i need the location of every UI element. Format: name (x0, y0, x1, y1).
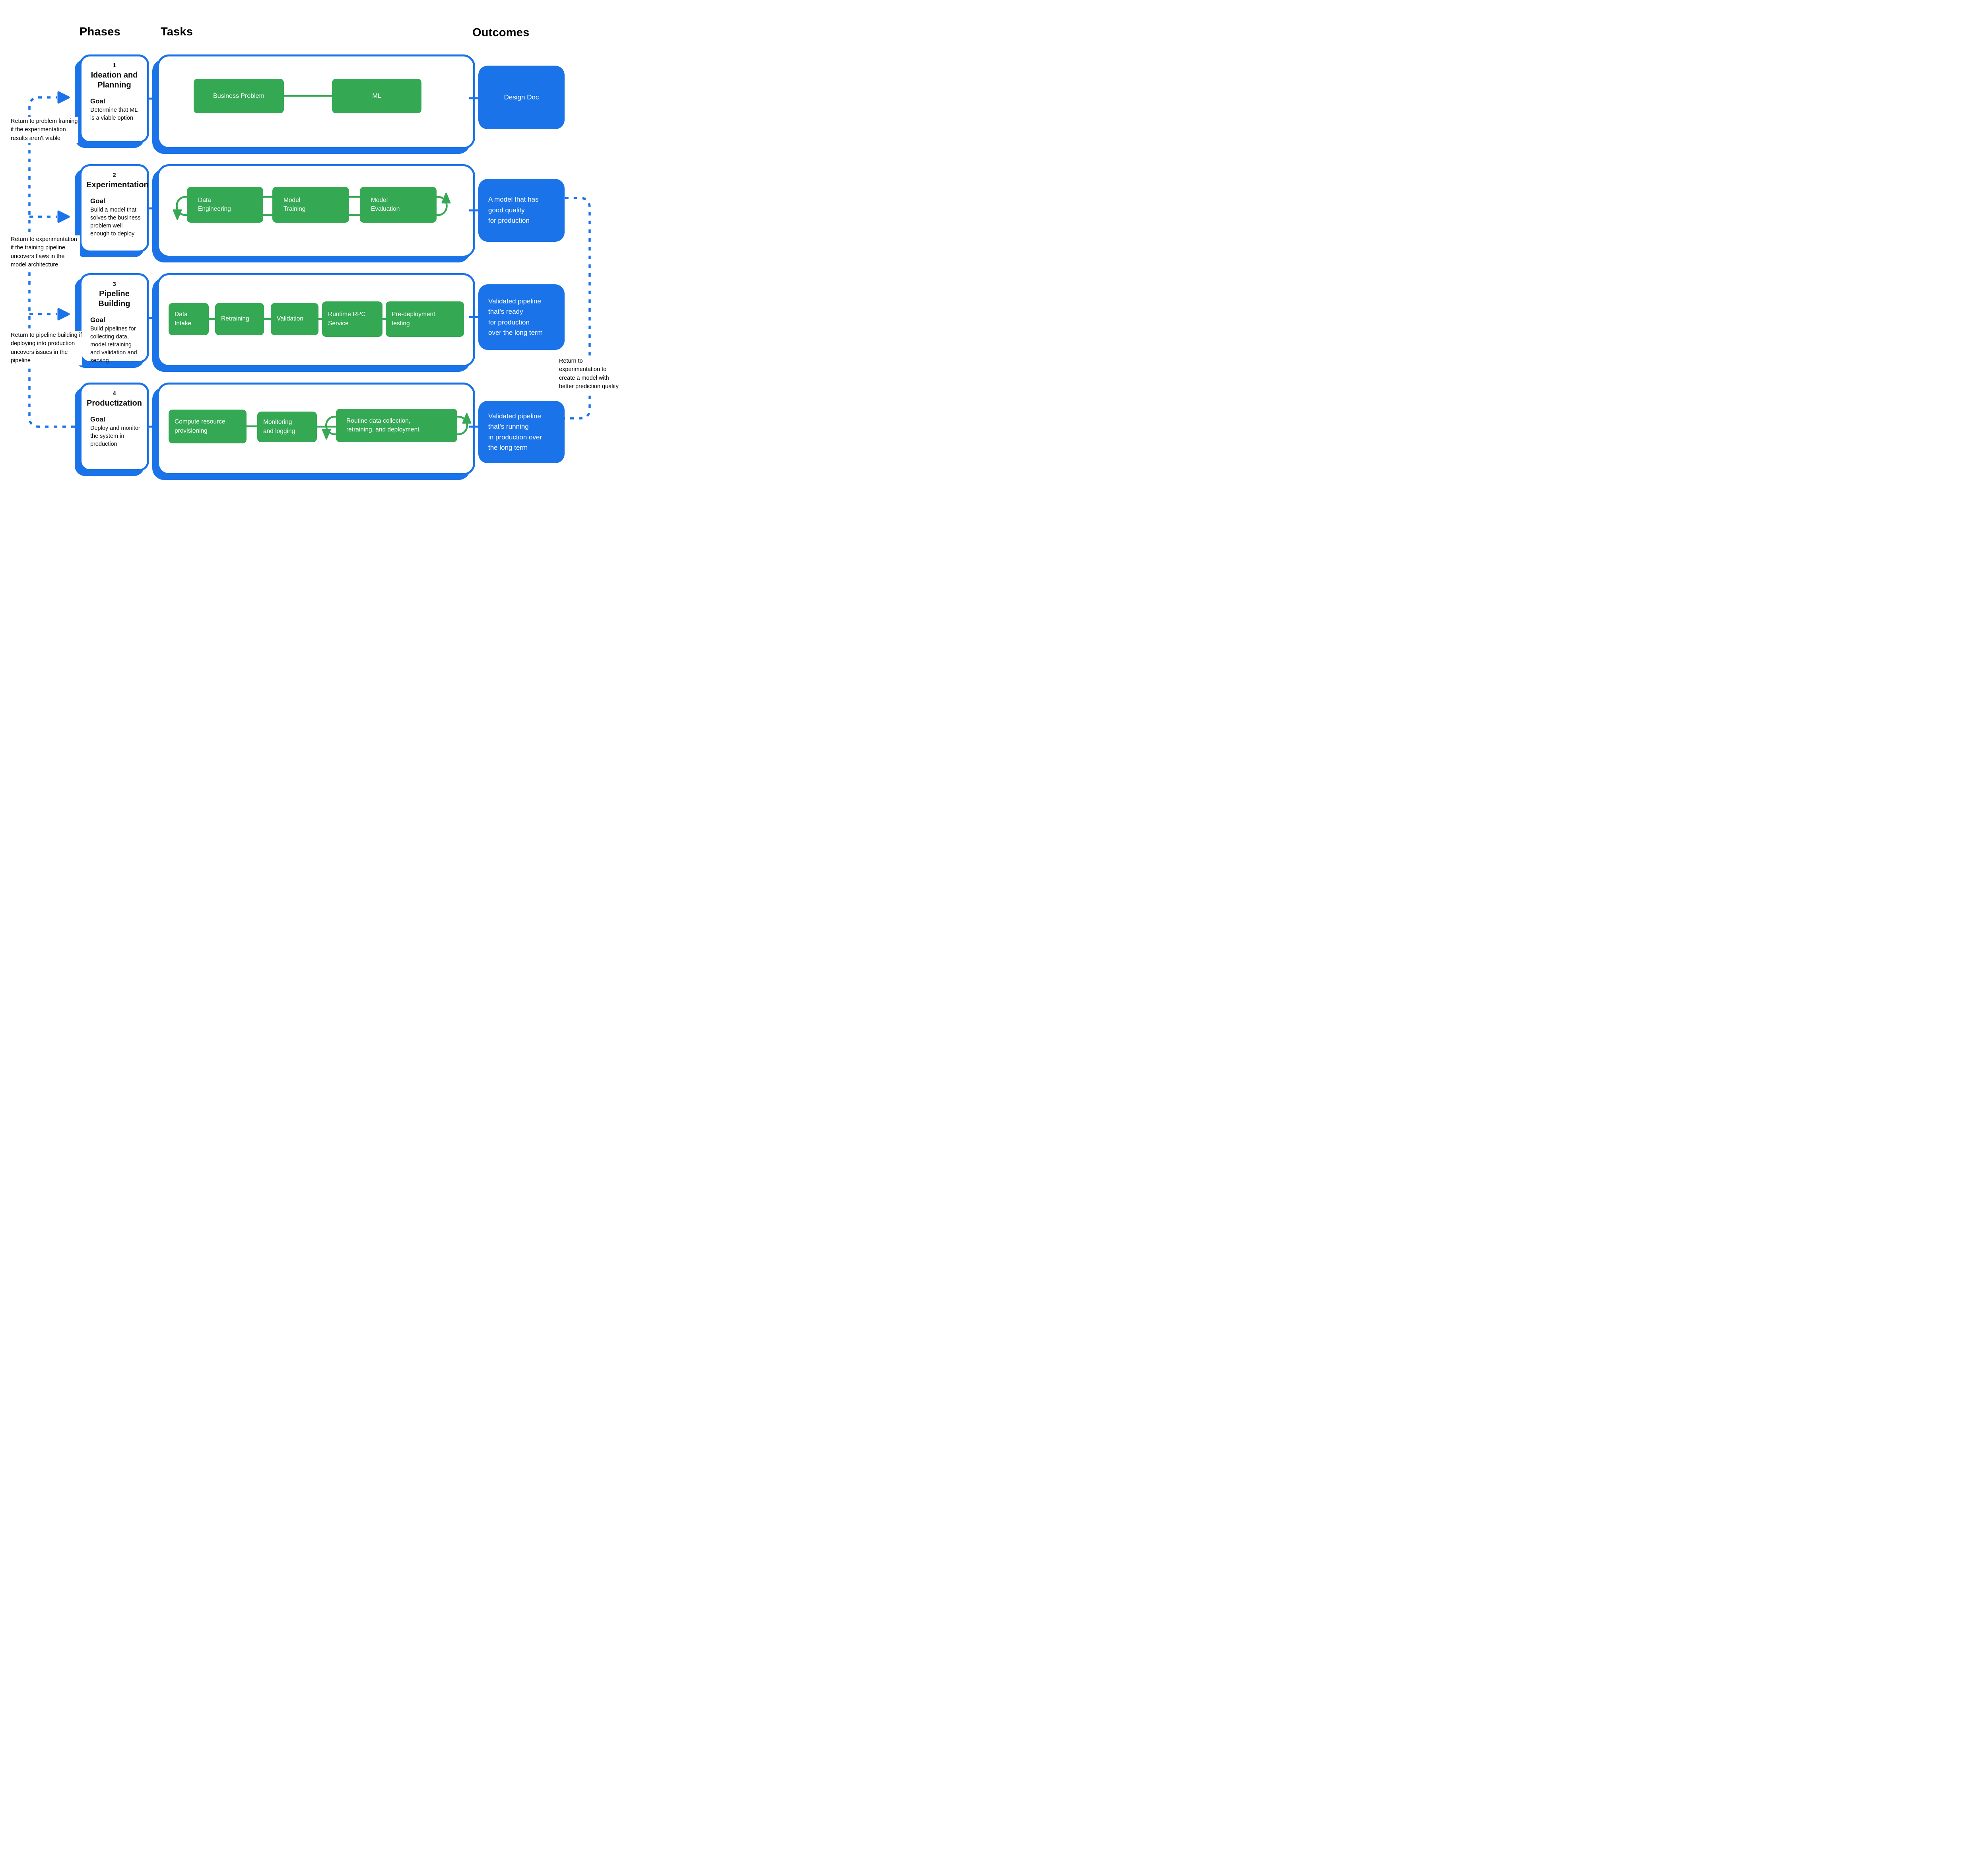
phase-title: Ideation and Planning (91, 71, 138, 89)
outcome-design-doc: Design Doc (478, 66, 565, 129)
return-arrowhead-right-icon (57, 91, 70, 104)
task-box-model-evaluation: Model Evaluation (360, 187, 437, 223)
goal-text: Build a model that solves the business p… (90, 207, 141, 237)
task-box-pre-deployment-testing: Pre-deployment testing (386, 301, 464, 337)
annotation-return-problem-framing: Return to problem framing if the experim… (11, 117, 78, 143)
annotation-return-pipeline-building: Return to pipeline building if deploying… (11, 331, 82, 365)
return-arrowhead-right-icon (57, 308, 70, 321)
phase-number: 3 (113, 281, 116, 288)
phase-number: 1 (113, 62, 116, 69)
goal-label: Goal (90, 316, 105, 324)
phase-number: 4 (113, 390, 116, 397)
annotation-return-experimentation: Return to experimentation if the trainin… (11, 235, 80, 270)
phase-number: 2 (113, 172, 116, 179)
task-box-retraining: Retraining (215, 303, 264, 335)
goal-label: Goal (90, 197, 105, 205)
task-box-model-training: Model Training (272, 187, 349, 223)
task-box-data-intake: Data Intake (169, 303, 209, 335)
goal-label: Goal (90, 97, 105, 105)
goal-text: Determine that ML is a viable option (90, 107, 138, 121)
outcome-validated-pipeline-ready: Validated pipeline that’s ready for prod… (478, 284, 565, 350)
task-box-routine-data-collection: Routine data collection, retraining, and… (336, 409, 457, 442)
goal-label: Goal (90, 416, 105, 423)
task-box-compute-resource-provisioning: Compute resource provisioning (169, 410, 247, 443)
phase-card-experimentation: 2 Experimentation Goal Build a model tha… (80, 164, 149, 253)
column-header-outcomes: Outcomes (472, 26, 530, 39)
column-header-phases: Phases (80, 25, 120, 38)
phase-title: Pipeline Building (98, 289, 130, 308)
mlops-phases-diagram: Phases Tasks Outcomes (0, 0, 623, 514)
task-box-runtime-rpc-service: Runtime RPC Service (322, 301, 382, 337)
phase-card-ideation: 1 Ideation and Planning Goal Determine t… (80, 54, 149, 143)
outcome-model-good-quality: A model that has good quality for produc… (478, 179, 565, 242)
phase-title: Experimentation (86, 181, 149, 189)
task-box-monitoring-and-logging: Monitoring and logging (257, 412, 317, 442)
goal-text: Build pipelines for collecting data, mod… (90, 326, 137, 364)
task-box-validation: Validation (271, 303, 318, 335)
column-header-tasks: Tasks (161, 25, 193, 38)
task-box-ml: ML (332, 79, 421, 113)
phase-card-productization: 4 Productization Goal Deploy and monitor… (80, 383, 149, 471)
outcome-validated-pipeline-running: Validated pipeline that’s running in pro… (478, 401, 565, 463)
phase-card-pipeline-building: 3 Pipeline Building Goal Build pipelines… (80, 273, 149, 364)
annotation-return-experimentation-quality: Return to experimentation to create a mo… (559, 357, 622, 391)
task-box-data-engineering: Data Engineering (187, 187, 263, 223)
phase-title: Productization (87, 399, 142, 408)
task-box-business-problem: Business Problem (194, 79, 284, 113)
return-arrowhead-right-icon (57, 210, 70, 223)
goal-text: Deploy and monitor the system in product… (90, 425, 140, 447)
